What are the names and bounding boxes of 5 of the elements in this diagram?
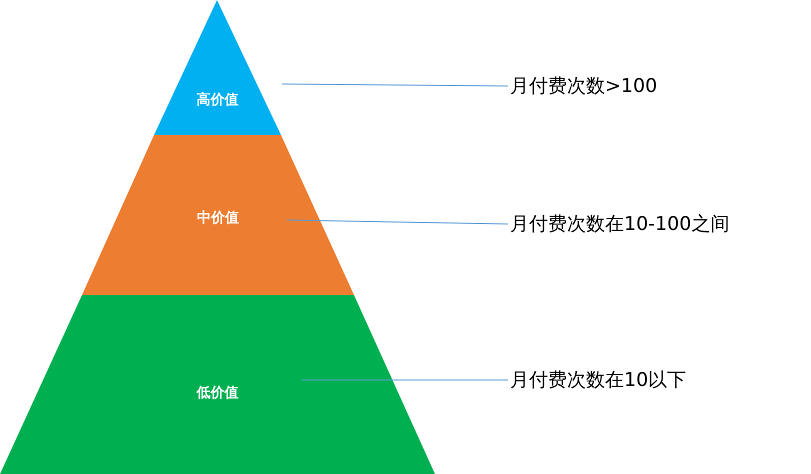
leader-line (282, 84, 508, 86)
tier-label: 低价值 (196, 385, 238, 401)
leader-line (286, 220, 508, 224)
tier-label: 高价值 (196, 92, 238, 108)
tier-label: 中价值 (197, 210, 239, 226)
